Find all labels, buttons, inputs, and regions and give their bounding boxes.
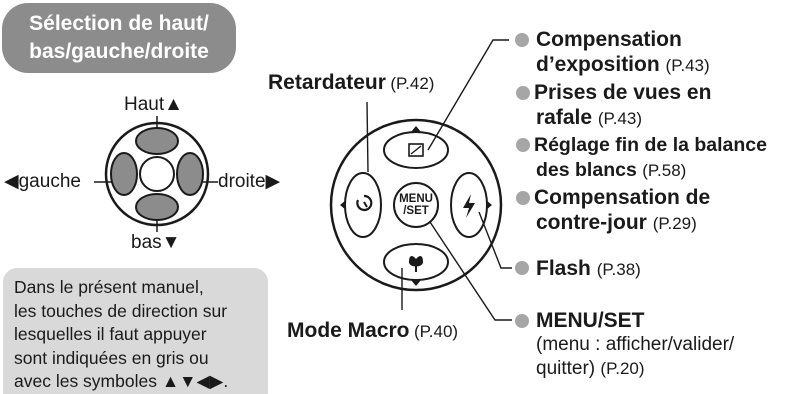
exposure-icon <box>408 143 424 157</box>
feature-balance-blancs-line2: des blancs <box>536 159 637 181</box>
feature-balance-blancs: Réglage fin de la balance des blancs (P.… <box>516 133 767 183</box>
retardateur-ref: (P.42) <box>390 74 435 93</box>
feature-menu-set-label: MENU/SET <box>536 309 645 332</box>
up-arrow-icon <box>411 126 421 132</box>
feature-prises-de-vues: Prises de vues en rafale (P.43) <box>516 80 711 131</box>
feature-compensation-exposition-line1: Compensation <box>536 28 682 51</box>
feature-prises-de-vues-line2: rafale <box>536 106 593 129</box>
small-dpad-right-key <box>176 152 204 196</box>
feature-contre-jour-ref: (P.29) <box>652 214 697 233</box>
mode-macro-callout: Mode Macro (P.40) <box>287 319 458 343</box>
feature-contre-jour-line1: Compensation de <box>534 186 711 209</box>
small-dpad-up-key <box>135 127 179 155</box>
leader-lines <box>366 39 512 321</box>
feature-bullets <box>515 33 529 328</box>
feature-flash-ref: (P.38) <box>596 260 641 279</box>
feature-contre-jour-line2: contre-jour <box>536 211 647 234</box>
note-line: lesquelles il faut appuyer <box>14 324 207 344</box>
bullet-dot <box>516 138 530 152</box>
feature-compensation-exposition-line2: d’exposition <box>536 53 660 76</box>
feature-balance-blancs-line1: Réglage fin de la balance <box>534 134 767 156</box>
small-dpad <box>94 116 218 232</box>
small-dpad-right-label: droite▶ <box>218 171 281 192</box>
feature-prises-de-vues-line1: Prises de vues en <box>534 81 712 104</box>
feature-menu-set: MENU/SET (menu : afficher/valider/ quitt… <box>536 308 734 381</box>
feature-prises-de-vues-ref: (P.43) <box>597 109 642 128</box>
feature-balance-blancs-ref: (P.58) <box>642 161 687 180</box>
camera-dial <box>329 118 503 292</box>
small-dpad-left-label: ◀gauche <box>4 171 81 192</box>
self-timer-icon <box>356 194 373 212</box>
mode-macro-ref: (P.40) <box>413 322 459 341</box>
feature-compensation-exposition: Compensation d’exposition (P.43) <box>536 27 710 78</box>
feature-contre-jour: Compensation de contre-jour (P.29) <box>516 185 710 236</box>
small-dpad-down-label: bas▼ <box>131 232 181 253</box>
flash-bolt-icon <box>463 194 475 218</box>
feature-flash: Flash (P.38) <box>536 256 641 282</box>
note-line: sont indiquées en gris ou <box>14 347 209 368</box>
feature-compensation-exposition-ref: (P.43) <box>665 56 710 75</box>
selection-title-badge: Sélection de haut/ bas/gauche/droite <box>2 3 236 73</box>
self-timer-key <box>344 172 382 238</box>
feature-menu-set-ref: (P.20) <box>600 359 645 378</box>
small-dpad-down-key <box>135 193 179 221</box>
down-arrow-icon <box>411 280 421 286</box>
retardateur-callout: Retardateur (P.42) <box>268 71 434 95</box>
left-arrow-icon <box>340 200 346 210</box>
small-dpad-left-key <box>110 152 138 196</box>
mode-macro-label: Mode Macro <box>287 319 410 342</box>
note-line: avec les symboles ▲▼◀▶. <box>14 371 229 391</box>
retardateur-label: Retardateur <box>268 71 386 94</box>
selection-title-line2: bas/gauche/droite <box>29 40 209 63</box>
feature-menu-set-desc1: (menu : afficher/valider/ <box>536 334 735 355</box>
menu-text: MENU <box>399 193 433 205</box>
note-line: Dans le présent manuel, <box>14 277 204 297</box>
menu-set-button-text: MENU /SET <box>394 193 438 217</box>
bullet-dot <box>516 191 530 205</box>
small-dpad-up-label: Haut▲ <box>124 94 183 115</box>
selection-title-line1: Sélection de haut/ <box>29 12 209 35</box>
feature-menu-set-desc2: quitter) <box>536 358 596 379</box>
note-box: Dans le présent manuel, les touches de d… <box>3 268 268 394</box>
feature-flash-label: Flash <box>536 257 591 280</box>
macro-flower-icon <box>409 255 423 272</box>
small-dpad-center <box>139 156 175 192</box>
menu-set-button <box>393 182 439 228</box>
bullet-dot <box>516 86 530 100</box>
note-line: les touches de direction sur <box>14 300 228 321</box>
right-arrow-icon <box>486 200 492 210</box>
set-text: /SET <box>403 205 429 217</box>
